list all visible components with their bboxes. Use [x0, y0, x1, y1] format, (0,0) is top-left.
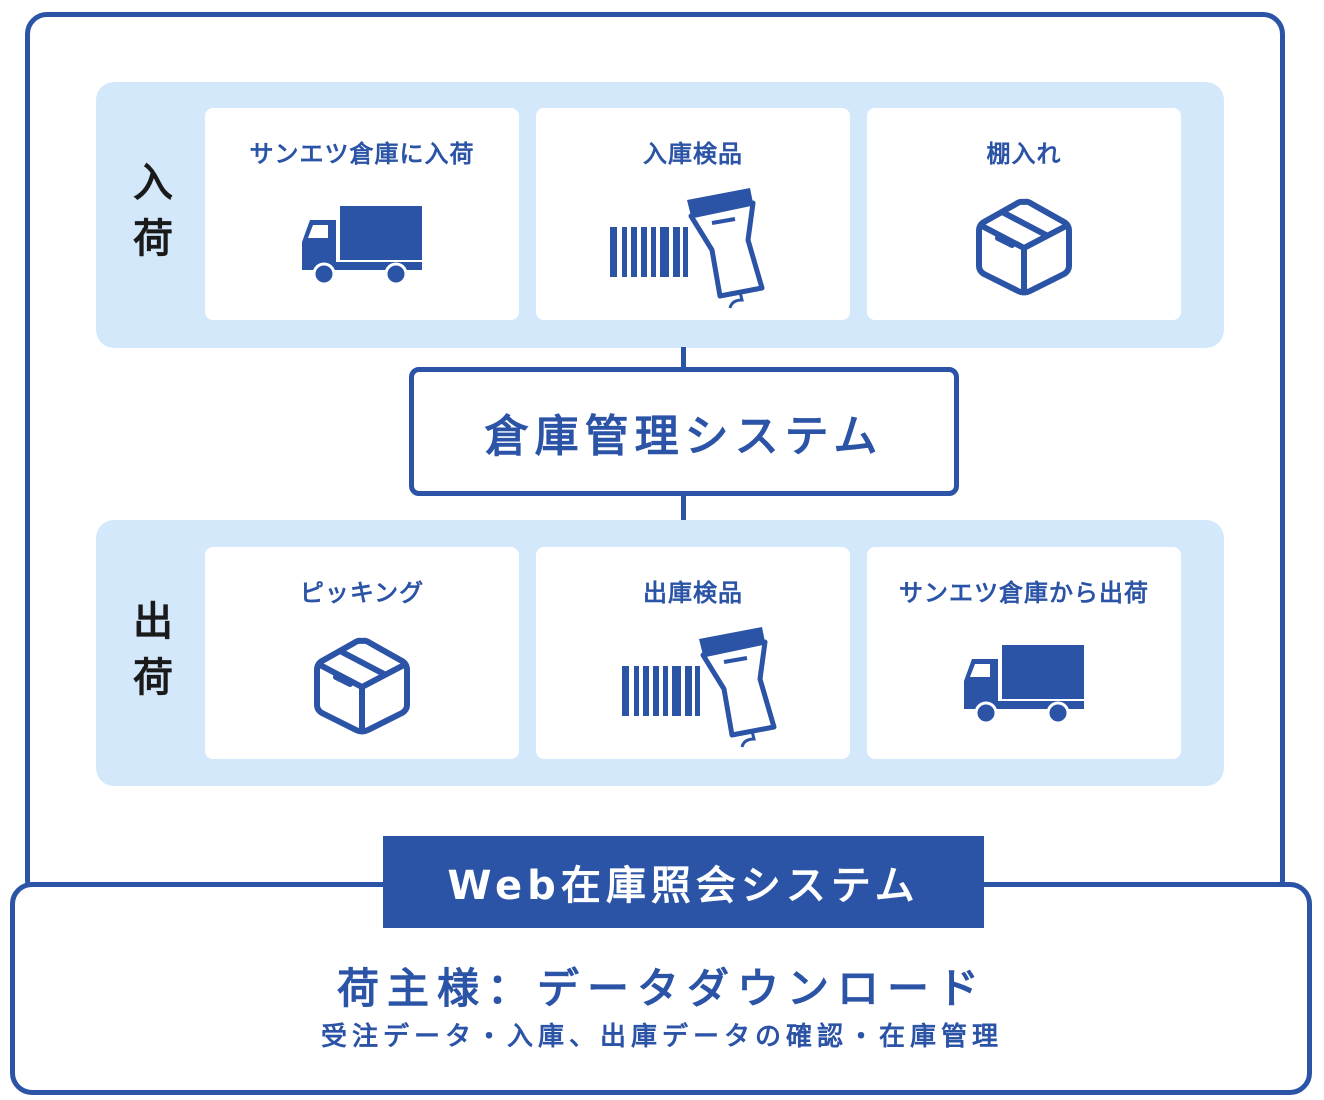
inbound-label: 入荷 [133, 160, 173, 262]
outbound-label: 出荷 [133, 599, 173, 701]
step-title: ピッキング [299, 579, 425, 607]
step-receive-card: サンエツ倉庫に入荷 [205, 108, 519, 320]
step-title: サンエツ倉庫から出荷 [899, 579, 1149, 607]
step-ship-card: サンエツ倉庫から出荷 [867, 547, 1181, 759]
step-title: サンエツ倉庫に入荷 [249, 140, 475, 168]
step-shelving-card: 棚入れ [867, 108, 1181, 320]
step-title: 入庫検品 [643, 140, 743, 168]
box-icon [974, 196, 1074, 296]
warehouse-management-system: 倉庫管理システム [409, 367, 959, 496]
step-inspect-in-card: 入庫検品 [536, 108, 850, 320]
barcode-scanner-icon [590, 170, 790, 310]
step-inspect-out-card: 出庫検品 [536, 547, 850, 759]
barcode-scanner-icon [602, 609, 802, 749]
truck-icon [302, 206, 422, 288]
step-picking-card: ピッキング [205, 547, 519, 759]
box-icon [312, 635, 412, 735]
step-title: 棚入れ [986, 140, 1062, 168]
web-headline: 荷主様：データダウンロード [336, 964, 987, 1013]
connector-line [681, 347, 686, 367]
web-system-title: Web在庫照会システム [383, 836, 984, 928]
step-title: 出庫検品 [643, 579, 743, 607]
connector-line [681, 496, 686, 521]
truck-icon [964, 645, 1084, 727]
web-description: 受注データ・入庫、出庫データの確認・在庫管理 [320, 1022, 1003, 1052]
